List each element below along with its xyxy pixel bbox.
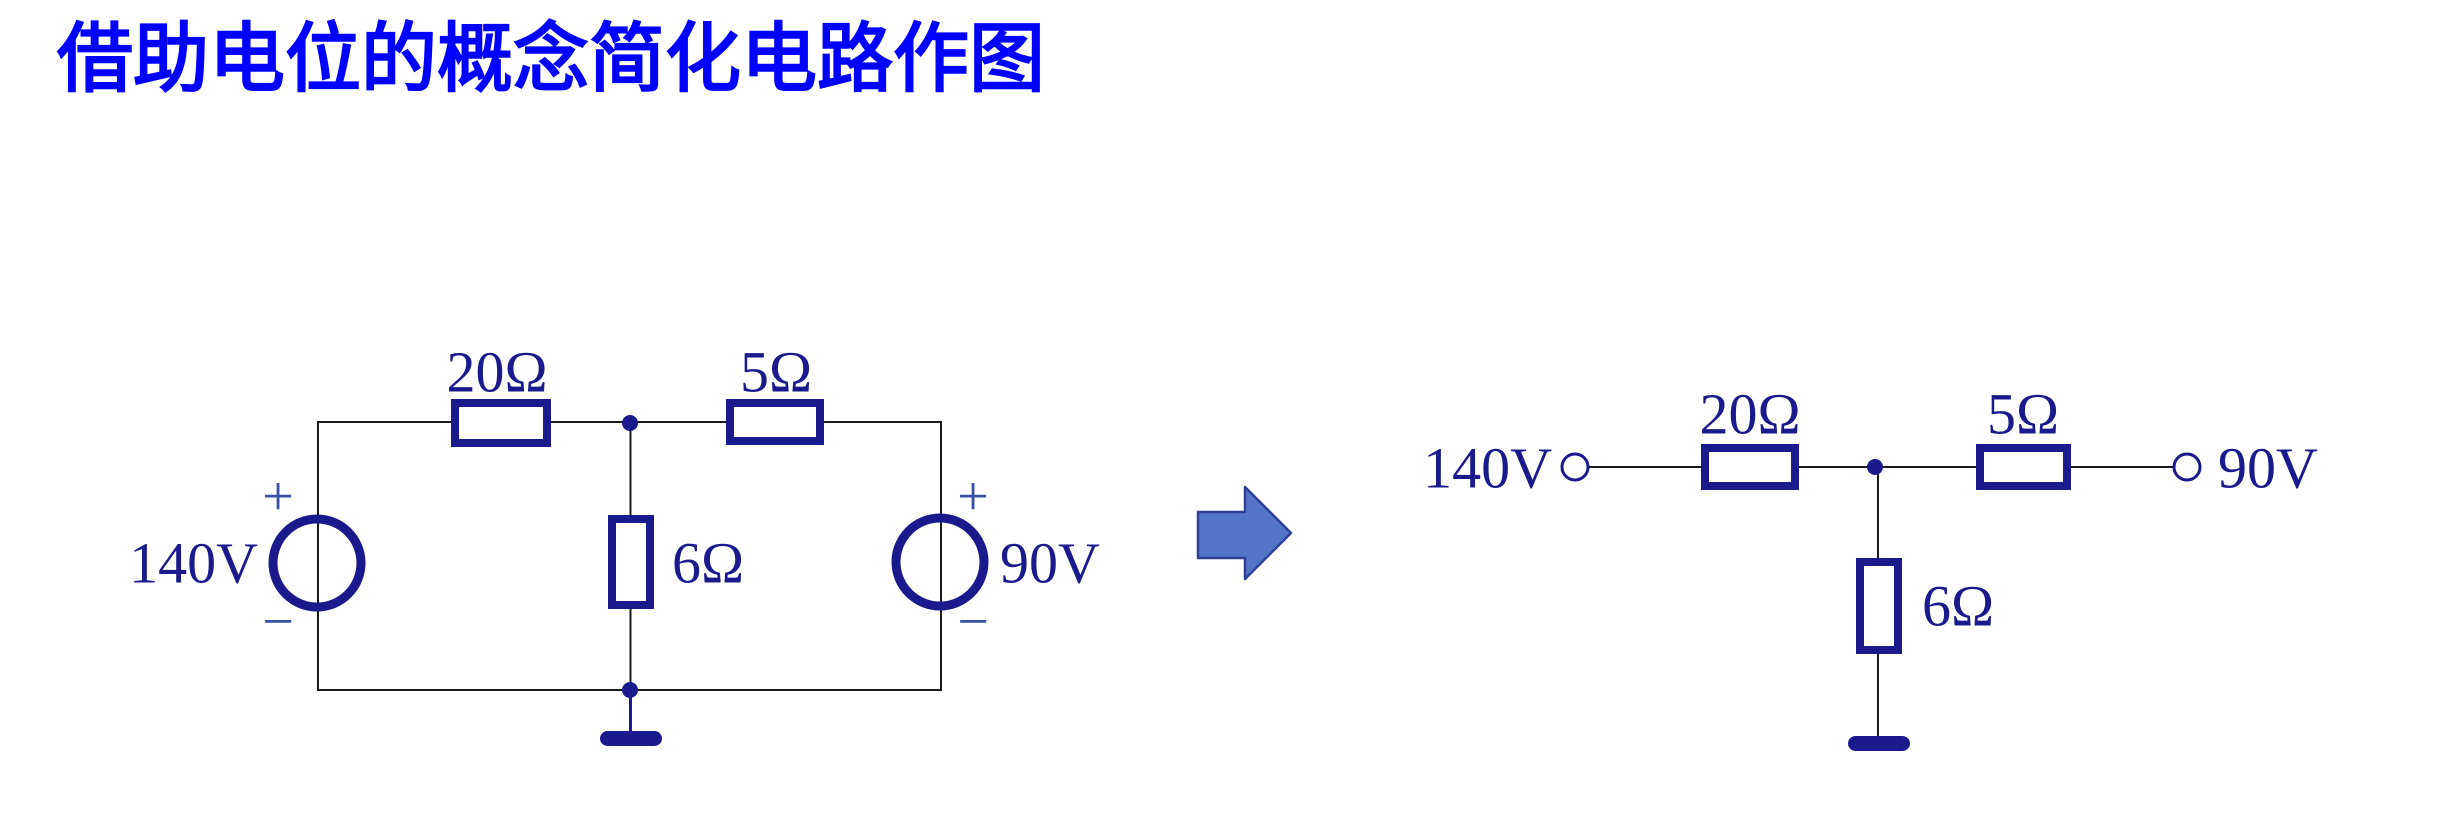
plus-sign-90v: + — [957, 466, 989, 528]
ground-bar — [600, 731, 662, 746]
terminal-140v-circle — [1560, 452, 1590, 482]
resistor-20ohm-left-label: 20Ω — [446, 340, 547, 405]
junction-dot-right-circuit — [1867, 459, 1883, 475]
left-circuit: + − + − 20Ω 5Ω 6Ω 140V 90V — [129, 340, 1100, 746]
resistor-6ohm-right-box — [1856, 558, 1902, 654]
resistor-5ohm-left-box — [726, 399, 824, 445]
resistor-20ohm-right-label: 20Ω — [1699, 382, 1800, 447]
ground-icon — [600, 690, 662, 746]
transform-arrow — [1196, 485, 1293, 581]
minus-sign-140v: − — [262, 591, 294, 653]
resistor-6ohm-left-label: 6Ω — [672, 531, 744, 596]
terminal-90v-label: 90V — [2218, 436, 2318, 501]
right-block-arrow-icon — [1196, 485, 1293, 581]
terminal-90v-circle — [2172, 452, 2202, 482]
page-title: 借助电位的概念简化电路作图 — [57, 17, 1045, 102]
right-circuit: 140V 20Ω 5Ω 90V 6Ω — [1423, 382, 2318, 751]
resistor-6ohm-right-label: 6Ω — [1922, 574, 1994, 639]
source-90v-label: 90V — [1000, 531, 1100, 596]
minus-sign-90v: − — [957, 591, 989, 653]
resistor-6ohm-left-box — [608, 515, 654, 609]
terminal-140v-label: 140V — [1423, 436, 1552, 501]
voltage-source-90v-circle — [891, 513, 989, 611]
plus-sign-140v: + — [262, 466, 294, 528]
voltage-source-140v-circle — [268, 514, 366, 612]
resistor-5ohm-right-box — [1976, 444, 2071, 490]
resistor-5ohm-right-label: 5Ω — [1987, 382, 2059, 447]
ground-bar-right — [1848, 736, 1910, 751]
ground-icon-right — [1848, 736, 1910, 751]
resistor-20ohm-right-box — [1701, 444, 1799, 490]
resistor-20ohm-left-box — [451, 399, 551, 447]
junction-dot-top — [622, 415, 638, 431]
resistor-5ohm-left-label: 5Ω — [740, 340, 812, 405]
source-140v-label: 140V — [129, 531, 258, 596]
